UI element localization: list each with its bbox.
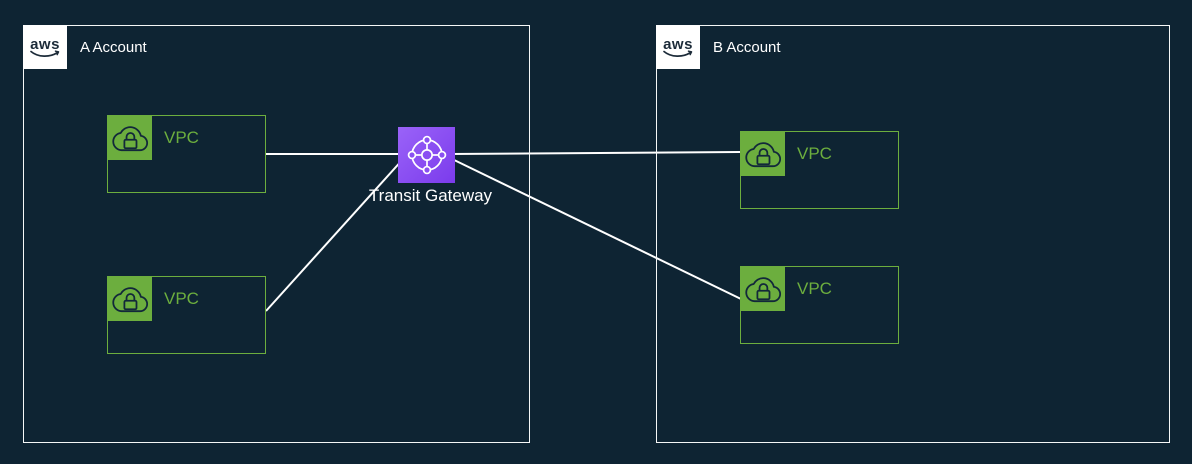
connector-tgw-to-vpc-b2[interactable] — [449, 157, 742, 300]
aws-logo: aws — [656, 25, 700, 69]
vpc-card-a1[interactable]: VPC — [107, 115, 266, 193]
transit-gateway-glyph — [407, 135, 446, 175]
connector-tgw-to-vpc-a2[interactable] — [265, 157, 405, 312]
vpc-card-b2[interactable]: VPC — [740, 266, 899, 344]
vpc-lock-cloud-icon — [107, 115, 152, 160]
connector-tgw-to-vpc-b1[interactable] — [449, 151, 741, 155]
vpc-label: VPC — [164, 128, 199, 147]
vpc-label: VPC — [164, 289, 199, 308]
vpc-label: VPC — [797, 144, 832, 163]
vpc-lock-cloud-icon — [740, 266, 785, 311]
vpc-label: VPC — [797, 279, 832, 298]
aws-smile-icon — [30, 50, 60, 57]
vpc-lock-cloud-icon — [107, 276, 152, 321]
vpc-card-b1[interactable]: VPC — [740, 131, 899, 209]
aws-logo-text: aws — [30, 36, 60, 53]
vpc-lock-cloud-icon — [740, 131, 785, 176]
account-a-label: A Account — [80, 39, 147, 56]
transit-gateway-icon[interactable] — [398, 127, 455, 183]
aws-smile-icon — [663, 50, 693, 57]
account-b-label: B Account — [713, 39, 781, 56]
account-a-box[interactable] — [23, 25, 530, 443]
transit-gateway-label: Transit Gateway — [368, 186, 493, 205]
aws-logo: aws — [23, 25, 67, 69]
vpc-card-a2[interactable]: VPC — [107, 276, 266, 354]
account-b-box[interactable] — [656, 25, 1170, 443]
aws-logo-text: aws — [663, 36, 693, 53]
